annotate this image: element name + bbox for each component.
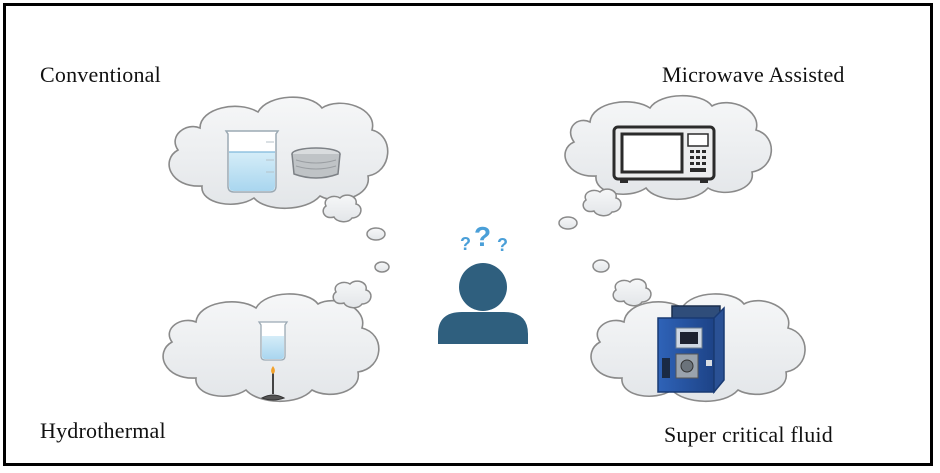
thought-bubbles-supercritical	[592, 259, 652, 307]
supercritical-extractor-icon	[657, 305, 725, 395]
thought-bubbles-microwave	[558, 188, 622, 230]
confused-person-icon	[438, 263, 528, 344]
beaker-icon	[224, 130, 280, 193]
thought-bubbles-conventional	[322, 194, 390, 273]
question-mark-right: ?	[497, 235, 508, 255]
thought-bubbles-hydrothermal	[332, 280, 372, 309]
cloud-conventional	[168, 96, 389, 209]
label-super-critical-fluid: Super critical fluid	[664, 422, 833, 447]
question-mark-center: ?	[474, 221, 491, 252]
microwave-icon	[612, 125, 716, 183]
label-conventional: Conventional	[40, 62, 161, 87]
dish-icon	[291, 147, 341, 179]
label-microwave-assisted: Microwave Assisted	[662, 62, 845, 87]
question-marks-icon: ? ? ?	[460, 221, 508, 255]
question-mark-left: ?	[460, 234, 471, 254]
beaker-on-burner-icon	[257, 321, 289, 401]
label-hydrothermal: Hydrothermal	[40, 418, 166, 443]
